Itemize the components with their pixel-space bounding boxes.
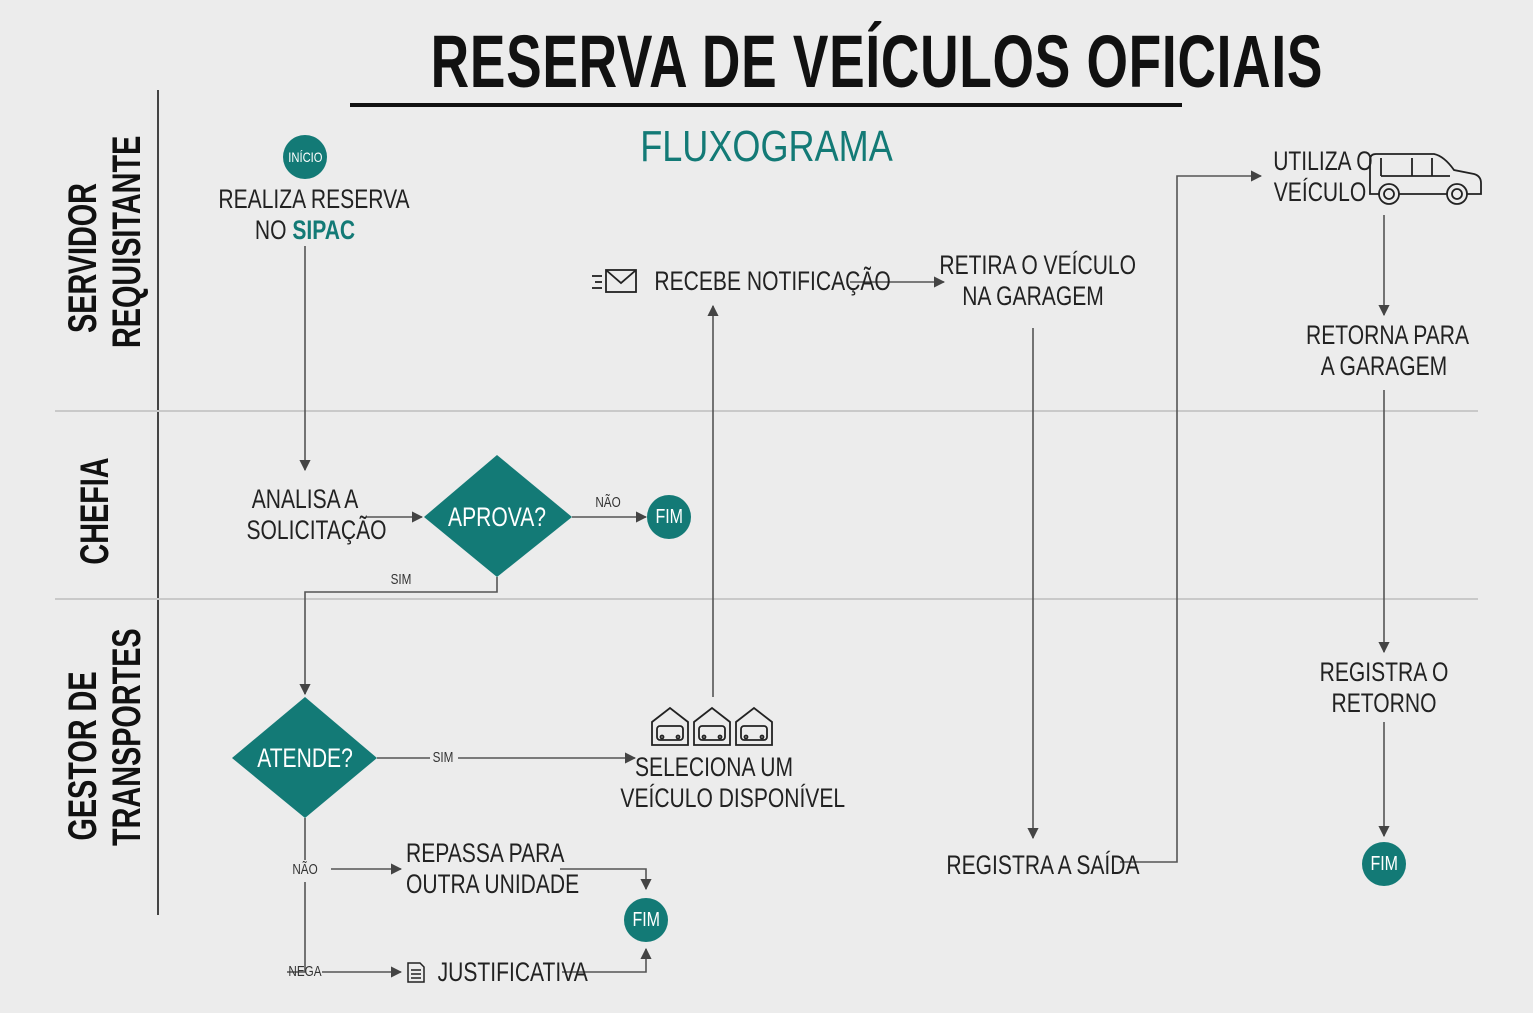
arrow-justificativa-fim bbox=[562, 947, 652, 973]
end-node-chefia: FIM bbox=[647, 495, 691, 539]
lane-label-chefia: CHEFIA bbox=[73, 457, 117, 565]
garage-car-icon bbox=[651, 706, 773, 746]
aprova-diamond bbox=[424, 455, 572, 577]
start-node: INÍCIO bbox=[283, 135, 327, 179]
arrow-saida-utiliza bbox=[1120, 170, 1263, 863]
sim-atende-label: SIM bbox=[432, 749, 454, 766]
utiliza-veiculo-node: UTILIZA O VEÍCULO bbox=[1273, 146, 1373, 207]
page-title: RESERVA DE VEÍCULOS OFICIAIS bbox=[430, 20, 1324, 103]
arrow-aprova-atende bbox=[299, 577, 498, 696]
retorna-garagem-node: RETORNA PARA A GARAGEM bbox=[1306, 320, 1470, 381]
recebe-notificacao-node: RECEBE NOTIFICAÇÃO bbox=[654, 266, 891, 296]
arrow-repassa-fim bbox=[560, 868, 652, 891]
lane-label-gestor: GESTOR DE TRANSPORTES bbox=[61, 628, 149, 846]
nega-label: NEGA bbox=[288, 963, 322, 980]
suv-car-icon bbox=[1369, 153, 1482, 205]
registra-retorno-node: REGISTRA O RETORNO bbox=[1319, 657, 1449, 718]
justificativa-node: JUSTIFICATIVA bbox=[437, 957, 588, 987]
atende-label: ATENDE? bbox=[257, 743, 353, 773]
analisa-solicitacao-node: ANALISA A SOLICITAÇÃO bbox=[246, 484, 387, 545]
envelope-icon bbox=[592, 269, 637, 293]
registra-saida-node: REGISTRA A SAÍDA bbox=[946, 850, 1140, 880]
seleciona-veiculo-node: SELECIONA UM VEÍCULO DISPONÍVEL bbox=[620, 752, 846, 813]
lane-label-servidor: SERVIDOR REQUISITANTE bbox=[61, 135, 149, 348]
page-subtitle: FLUXOGRAMA bbox=[640, 122, 893, 171]
line-atende-down-2 bbox=[287, 882, 306, 973]
atende-diamond bbox=[232, 697, 377, 818]
end-node-gestor: FIM bbox=[624, 898, 668, 942]
aprova-label: APROVA? bbox=[448, 502, 546, 532]
nao-aprova-label: NÃO bbox=[595, 494, 621, 511]
nao-atende-label: NÃO bbox=[292, 861, 318, 878]
realiza-reserva-node: REALIZA RESERVA NO SIPAC bbox=[218, 184, 410, 245]
retira-veiculo-node: RETIRA O VEÍCULO NA GARAGEM bbox=[939, 250, 1137, 311]
repassa-unidade-node: REPASSA PARA OUTRA UNIDADE bbox=[406, 838, 580, 899]
sim-aprova-label: SIM bbox=[390, 571, 412, 588]
document-icon bbox=[407, 962, 425, 983]
end-node-final: FIM bbox=[1362, 842, 1406, 886]
